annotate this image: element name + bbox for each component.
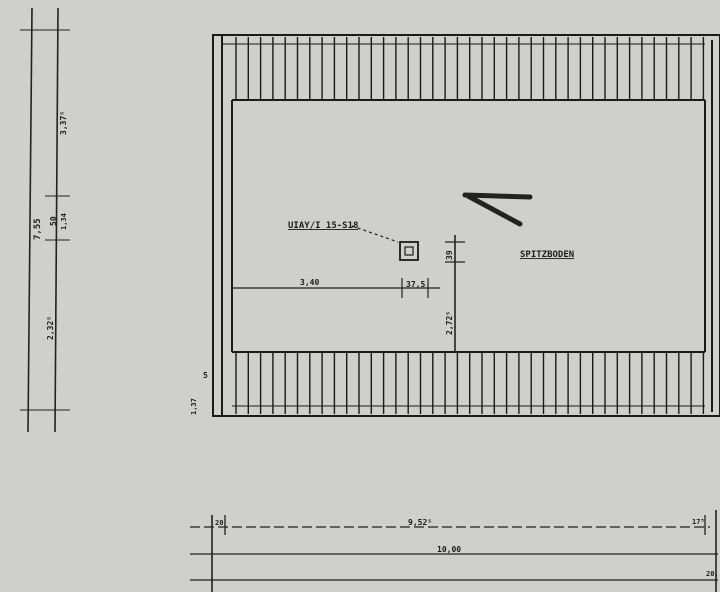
dim-upper-segment: 3,37⁵ — [59, 111, 68, 135]
walls — [212, 34, 720, 417]
chimney-fixture — [399, 241, 419, 261]
dim-fixture-offset: 37,5 — [406, 280, 425, 289]
dim-middle-segment: 50 — [49, 216, 58, 226]
bottom-dimension-chain — [190, 510, 718, 592]
dim-room-width: 3,40 — [300, 278, 319, 287]
dim-fixture-depth: 39 — [445, 250, 454, 260]
dim-inner-width: 9,52⁵ — [408, 518, 432, 527]
dim-lower-segment: 2,32⁵ — [46, 316, 55, 340]
left-dimension-chain — [20, 7, 70, 433]
dim-middle-sub: 1,34 — [60, 213, 68, 230]
fixture-label: UIAY/I 15-S18 — [288, 221, 358, 231]
dim-left-bottom: 1,37 — [190, 398, 198, 415]
dim-right-bottom: 20, — [706, 570, 719, 578]
dim-bottom-wall: 20 — [215, 519, 223, 527]
chimney-flue — [404, 246, 414, 256]
dim-total-height: 7,55 — [33, 218, 43, 240]
dim-left-small: 5 — [203, 371, 208, 380]
arrow-mark — [462, 192, 533, 227]
dim-right-wall: 17⁵ — [692, 518, 705, 526]
dim-room-depth: 2,72⁵ — [445, 311, 454, 335]
dim-outer-width: 10,00 — [437, 545, 461, 554]
room-dimension-lines — [232, 225, 465, 352]
rafters — [235, 37, 705, 414]
room-label: SPITZBODEN — [520, 250, 574, 260]
